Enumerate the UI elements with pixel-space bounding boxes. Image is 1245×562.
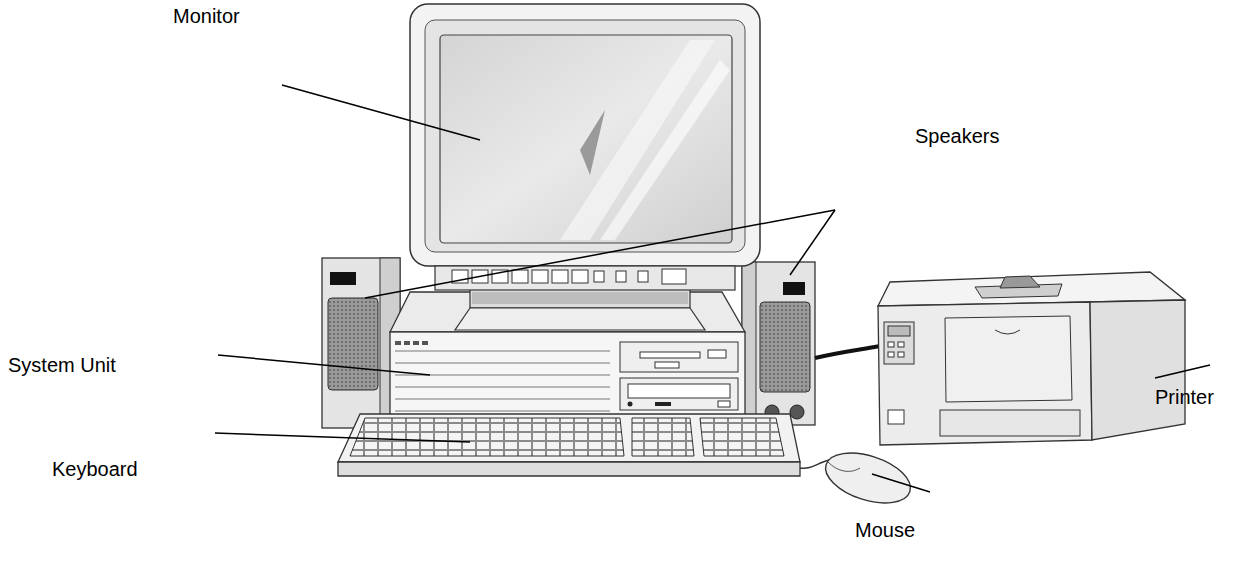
monitor-button <box>512 270 528 283</box>
part-label: Mouse <box>855 518 915 542</box>
leader-line <box>790 210 835 275</box>
drive-slot <box>640 352 700 358</box>
speaker-grille <box>760 302 810 392</box>
leader-line <box>872 474 930 492</box>
printer-side <box>1090 300 1185 440</box>
monitor-button <box>616 271 626 282</box>
part-label: System Unit <box>8 353 116 377</box>
printer-paper-stop <box>1000 276 1040 288</box>
part-label: Keyboard <box>52 457 138 481</box>
keyboard-nav-keys <box>632 418 694 456</box>
screen-glare <box>600 60 730 240</box>
monitor-control-strip <box>435 266 735 290</box>
speaker-tweeter <box>783 282 805 295</box>
led <box>422 341 428 345</box>
mouse-button-line <box>828 462 860 471</box>
speaker-body <box>322 258 400 428</box>
monitor-inner-bezel <box>425 20 745 252</box>
speaker-body <box>742 262 815 425</box>
monitor-neck-shade <box>472 292 688 304</box>
part-label: Printer <box>1155 385 1214 409</box>
keyboard-main-keys <box>350 418 624 456</box>
front-groove <box>395 351 610 352</box>
printer-display <box>888 326 910 336</box>
monitor-button <box>552 270 568 283</box>
leader-line <box>282 85 480 140</box>
monitor-button <box>638 271 648 282</box>
front-groove <box>395 387 610 388</box>
leader-line <box>365 210 835 298</box>
led <box>404 341 410 345</box>
cd-jack <box>628 402 633 407</box>
speaker-grille <box>328 298 378 390</box>
printer-button <box>898 342 904 347</box>
floppy-drive <box>620 342 738 372</box>
printer-button <box>888 352 894 357</box>
printer-cable <box>815 346 880 358</box>
printer-paper-tray <box>940 410 1080 436</box>
monitor-neck <box>470 288 690 308</box>
drive-slot <box>655 362 679 368</box>
leader-line <box>215 433 470 442</box>
printer-button <box>898 352 904 357</box>
monitor-screen <box>440 35 732 243</box>
monitor-button <box>572 270 588 283</box>
speaker-tweeter <box>330 272 356 285</box>
printer-door-handle <box>995 330 1020 334</box>
printer-front <box>878 302 1092 445</box>
keyboard-numpad <box>700 418 784 456</box>
monitor-base <box>455 308 705 330</box>
part-label: Speakers <box>915 124 1000 148</box>
printer-button <box>888 342 894 347</box>
leader-line <box>1155 365 1210 378</box>
cd-button <box>718 401 730 407</box>
cd-light <box>655 402 671 406</box>
front-groove <box>395 411 610 412</box>
monitor-button <box>532 270 548 283</box>
front-groove <box>395 363 610 364</box>
screen-glare <box>580 110 605 175</box>
leader-line <box>218 355 430 375</box>
system-unit-top <box>390 292 745 332</box>
led <box>395 341 401 345</box>
system-unit-front <box>390 332 745 420</box>
part-label: Monitor <box>173 4 240 28</box>
keyboard-front <box>338 462 800 476</box>
led <box>413 341 419 345</box>
speaker-knob <box>790 405 804 419</box>
keyboard-body <box>338 414 800 462</box>
screen-glare <box>560 40 715 240</box>
cd-drive <box>620 378 738 410</box>
mouse-body <box>819 443 916 512</box>
printer-control-panel <box>884 322 914 364</box>
cd-tray <box>628 384 730 398</box>
printer-switch <box>888 410 904 424</box>
monitor-button <box>594 271 604 282</box>
printer-front-door <box>945 316 1072 402</box>
monitor-button <box>662 269 686 284</box>
front-groove <box>395 399 610 400</box>
drive-button <box>708 350 726 358</box>
